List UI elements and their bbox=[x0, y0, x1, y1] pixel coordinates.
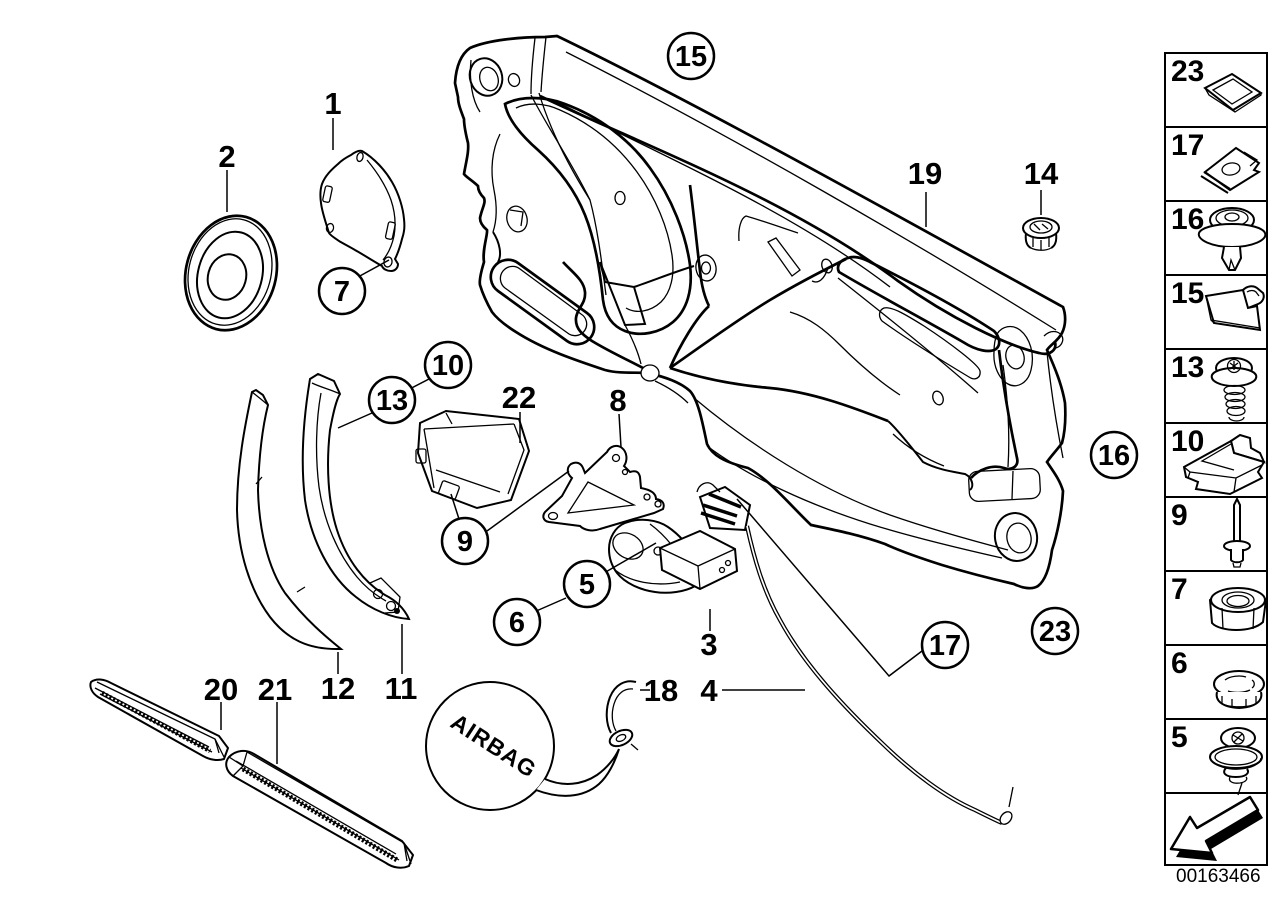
svg-text:9: 9 bbox=[457, 526, 473, 558]
svg-text:7: 7 bbox=[334, 276, 350, 308]
svg-text:13: 13 bbox=[1171, 351, 1204, 384]
svg-text:11: 11 bbox=[385, 671, 418, 706]
svg-text:6: 6 bbox=[509, 607, 525, 639]
svg-text:21: 21 bbox=[258, 672, 292, 707]
svg-text:9: 9 bbox=[1171, 499, 1188, 532]
svg-text:5: 5 bbox=[579, 569, 595, 601]
svg-text:7: 7 bbox=[1171, 573, 1188, 606]
svg-text:20: 20 bbox=[204, 672, 238, 707]
svg-text:2: 2 bbox=[218, 139, 235, 174]
svg-text:17: 17 bbox=[929, 630, 961, 662]
svg-text:19: 19 bbox=[908, 156, 942, 191]
svg-text:00163466: 00163466 bbox=[1176, 866, 1261, 887]
svg-text:8: 8 bbox=[609, 383, 626, 418]
svg-text:4: 4 bbox=[700, 673, 718, 708]
svg-text:6: 6 bbox=[1171, 647, 1188, 680]
svg-text:15: 15 bbox=[1171, 277, 1204, 310]
svg-text:23: 23 bbox=[1039, 616, 1071, 648]
svg-text:13: 13 bbox=[376, 385, 408, 417]
svg-text:10: 10 bbox=[1171, 425, 1204, 458]
svg-text:3: 3 bbox=[700, 627, 717, 662]
svg-text:5: 5 bbox=[1171, 721, 1188, 754]
svg-text:23: 23 bbox=[1171, 55, 1204, 88]
svg-text:12: 12 bbox=[321, 671, 355, 706]
svg-text:10: 10 bbox=[432, 350, 464, 382]
svg-text:22: 22 bbox=[502, 380, 536, 415]
svg-text:1: 1 bbox=[324, 86, 341, 121]
svg-text:15: 15 bbox=[675, 41, 707, 73]
svg-text:18: 18 bbox=[644, 673, 678, 708]
svg-text:16: 16 bbox=[1098, 440, 1130, 472]
svg-text:16: 16 bbox=[1171, 203, 1204, 236]
svg-text:14: 14 bbox=[1024, 156, 1059, 191]
svg-text:17: 17 bbox=[1171, 129, 1204, 162]
